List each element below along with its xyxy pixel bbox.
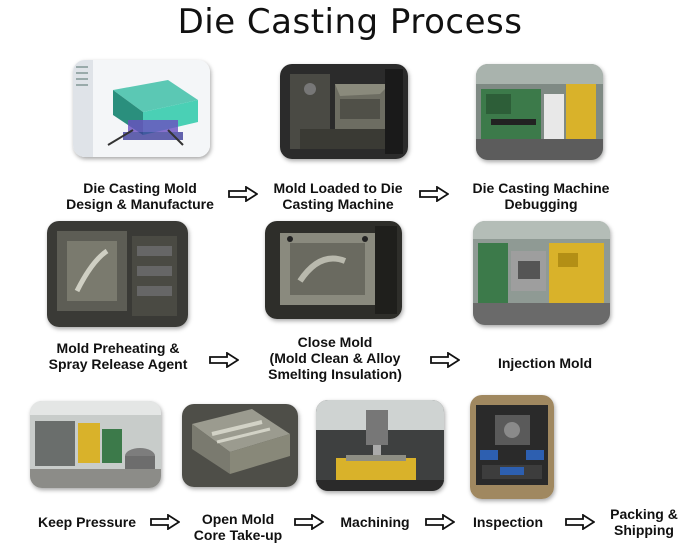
mold-preheating-photo	[47, 221, 188, 327]
die-casting-machine-photo	[476, 64, 603, 160]
step-label-packing-shipping: Packing &Shipping	[610, 506, 678, 538]
injection-machine-photo	[473, 221, 610, 325]
machining-photo	[316, 400, 444, 491]
flow-arrow-icon	[294, 514, 324, 530]
flow-arrow-icon	[228, 186, 258, 202]
flow-arrow-icon	[419, 186, 449, 202]
flow-arrow-icon	[209, 352, 239, 368]
keep-pressure-photo	[30, 401, 161, 488]
step-label-inspection: Inspection	[472, 514, 543, 530]
step-label-mold-preheating: Mold Preheating &Spray Release Agent	[48, 340, 188, 372]
flow-arrow-icon	[425, 514, 455, 530]
inspection-photo	[470, 395, 554, 499]
mold-loading-photo	[280, 64, 408, 159]
flow-arrow-icon	[565, 514, 595, 530]
page-title: Die Casting Process	[177, 2, 523, 42]
step-label-injection-mold: Injection Mold	[497, 355, 593, 371]
flow-arrow-icon	[430, 352, 460, 368]
flow-arrow-icon	[150, 514, 180, 530]
close-mold-photo	[265, 221, 402, 319]
step-label-keep-pressure: Keep Pressure	[37, 514, 137, 530]
mold-cad-photo	[73, 60, 210, 157]
open-mold-photo	[182, 404, 298, 487]
step-label-machining: Machining	[340, 514, 410, 530]
